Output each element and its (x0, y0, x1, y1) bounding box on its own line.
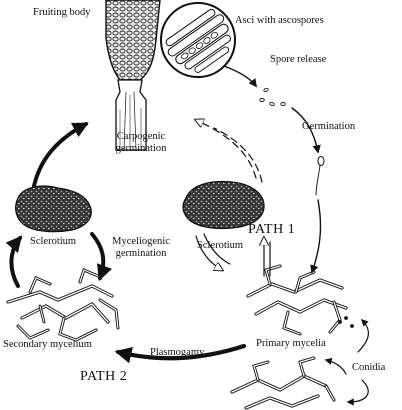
asci-circle (160, 2, 236, 78)
arrow-carpogenic-dashed-1 (196, 120, 257, 179)
arrow-spore-release (223, 65, 258, 88)
arrow-sclerotium-to-fruiting (32, 122, 89, 188)
label-myceliogenic-germination: Myceliogenic germination (104, 236, 178, 260)
arrow-germination (291, 107, 321, 154)
arrow-sclerotium-mid-down-2 (203, 233, 231, 265)
germinating-spore (315, 156, 325, 196)
label-myceliogenic-line2: germination (115, 248, 167, 259)
arrow-conidia-down (346, 379, 369, 406)
released-spores (259, 87, 286, 107)
primary-mycelia (246, 264, 348, 336)
arrow-carpogenic-dashed-2 (213, 127, 263, 183)
label-secondary-mycelium: Secondary mycelium (3, 339, 92, 350)
label-path-2: PATH 2 (80, 369, 128, 384)
label-sclerotium-middle: Sclerotium (197, 240, 244, 251)
arrow-mycelium-to-sclerotium (5, 235, 23, 288)
arrow-conidia-up (357, 318, 369, 353)
secondary-mycelium (6, 267, 120, 342)
label-asci: Asci with ascospores (235, 15, 324, 26)
label-fruiting-body: Fruiting body (33, 7, 91, 18)
label-plasmogamy: Plasmogamy (150, 347, 205, 358)
arrow-conidia-left (324, 357, 347, 375)
arrow-sclerotium-mid-down (195, 235, 222, 270)
label-carpogenic-germination: Carpogenic germination (106, 131, 176, 155)
label-primary-mycelia: Primary mycelia (256, 338, 326, 349)
label-myceliogenic-line1: Myceliogenic (112, 236, 170, 247)
label-sclerotium-left: Sclerotium (30, 236, 77, 247)
conidia-mycelium (230, 316, 354, 410)
label-spore-release: Spore release (270, 54, 327, 65)
arrow-to-primary-mycelia (310, 199, 322, 274)
arrow-sclerotium-to-mycelium (90, 232, 112, 281)
sclerotium-middle (182, 180, 265, 230)
arrow-plasmogamy (114, 343, 247, 364)
label-conidia: Conidia (352, 362, 386, 373)
label-carpogenic-line2: germination (115, 143, 167, 154)
label-germination: Germination (302, 121, 356, 132)
sclerotium-left (15, 185, 92, 233)
fruiting-body (105, 0, 161, 151)
label-carpogenic-line1: Carpogenic (116, 131, 166, 142)
label-path-1: PATH 1 (248, 222, 296, 237)
